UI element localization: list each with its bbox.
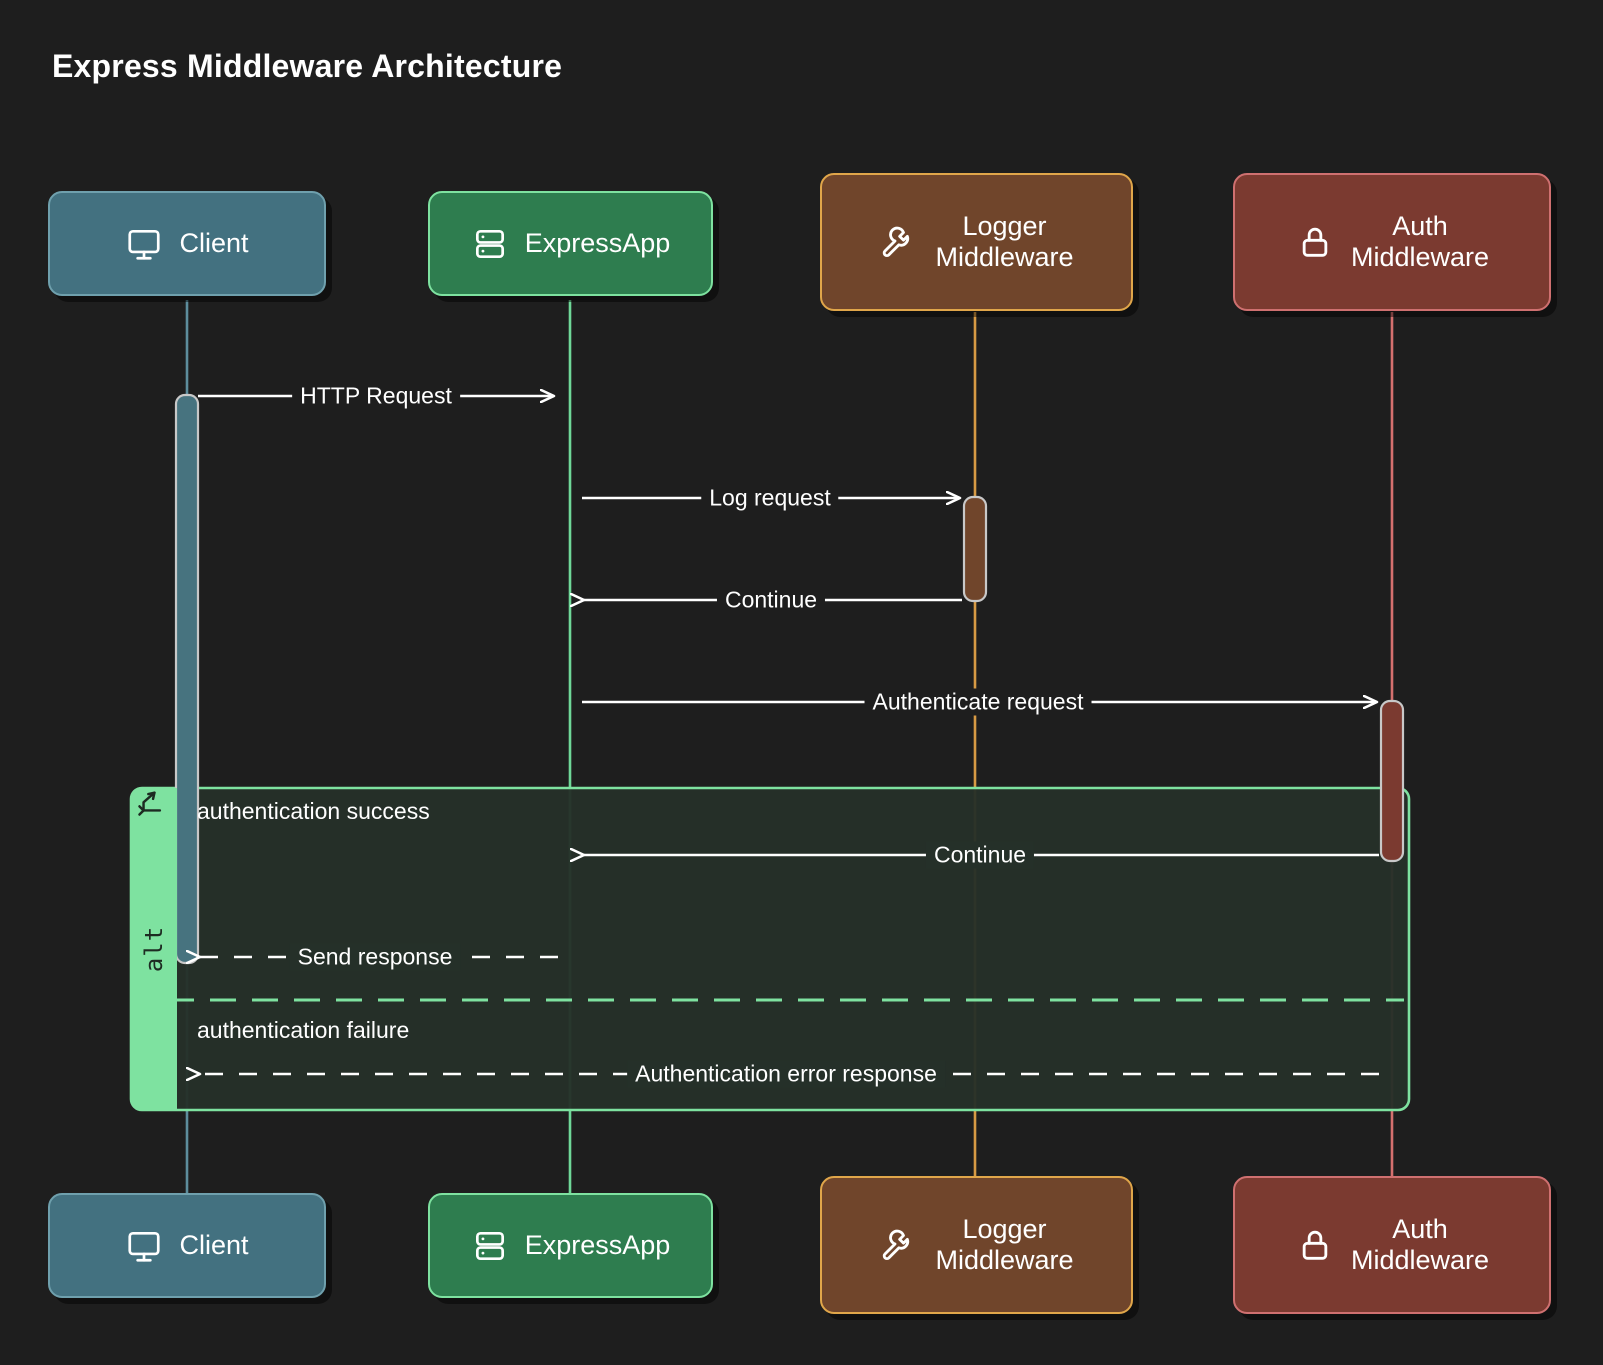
wrench-icon xyxy=(879,222,919,262)
alt-branch-condition-success: authentication success xyxy=(197,798,430,824)
actor-label-auth: Auth Middleware xyxy=(1350,1213,1490,1275)
alt-fragment-tab[interactable]: alt xyxy=(131,788,177,1110)
actor-box-auth-bottom[interactable]: Auth Middleware xyxy=(1233,1176,1551,1314)
actor-label-express: ExpressApp xyxy=(524,1229,671,1260)
monitor-icon xyxy=(125,1227,163,1265)
diagram-title: Express Middleware Architecture xyxy=(52,48,563,84)
actor-box-client-bottom[interactable]: Client xyxy=(48,1193,326,1298)
actor-box-logger-bottom[interactable]: Logger Middleware xyxy=(820,1176,1133,1314)
branch-arrow-icon xyxy=(132,790,166,825)
message-label-http-request: HTTP Request xyxy=(292,382,460,410)
actor-box-logger-top[interactable]: Logger Middleware xyxy=(820,173,1133,311)
message-label-continue-logger: Continue xyxy=(716,586,826,614)
message-label-continue-auth: Continue xyxy=(925,841,1035,869)
message-label-send-response: Send response xyxy=(289,943,461,971)
server-icon xyxy=(471,1227,509,1265)
actor-label-auth: Auth Middleware xyxy=(1350,210,1490,272)
message-label-auth-error-response: Authentication error response xyxy=(627,1060,945,1088)
actor-label-client: Client xyxy=(179,1229,249,1260)
actor-box-express-bottom[interactable]: ExpressApp xyxy=(428,1193,713,1298)
activation-bars xyxy=(174,393,1405,965)
alt-fragment-tab-label: alt xyxy=(140,925,169,973)
actor-box-express-top[interactable]: ExpressApp xyxy=(428,191,713,296)
actor-label-logger: Logger Middleware xyxy=(935,1213,1074,1275)
activation-client xyxy=(174,393,200,965)
activation-auth xyxy=(1379,699,1405,863)
message-label-authenticate-request: Authenticate request xyxy=(864,688,1092,716)
lock-icon xyxy=(1295,1225,1335,1265)
activation-logger xyxy=(962,495,988,603)
actor-label-express: ExpressApp xyxy=(524,227,671,258)
actor-label-logger: Logger Middleware xyxy=(935,210,1074,272)
alt-branch-condition-failure: authentication failure xyxy=(197,1017,410,1043)
actor-box-auth-top[interactable]: Auth Middleware xyxy=(1233,173,1551,311)
wrench-icon xyxy=(879,1225,919,1265)
actor-label-client: Client xyxy=(179,227,249,258)
monitor-icon xyxy=(125,225,163,263)
message-label-log-request: Log request xyxy=(701,484,839,512)
actor-box-client-top[interactable]: Client xyxy=(48,191,326,296)
lock-icon xyxy=(1295,222,1335,262)
server-icon xyxy=(471,225,509,263)
